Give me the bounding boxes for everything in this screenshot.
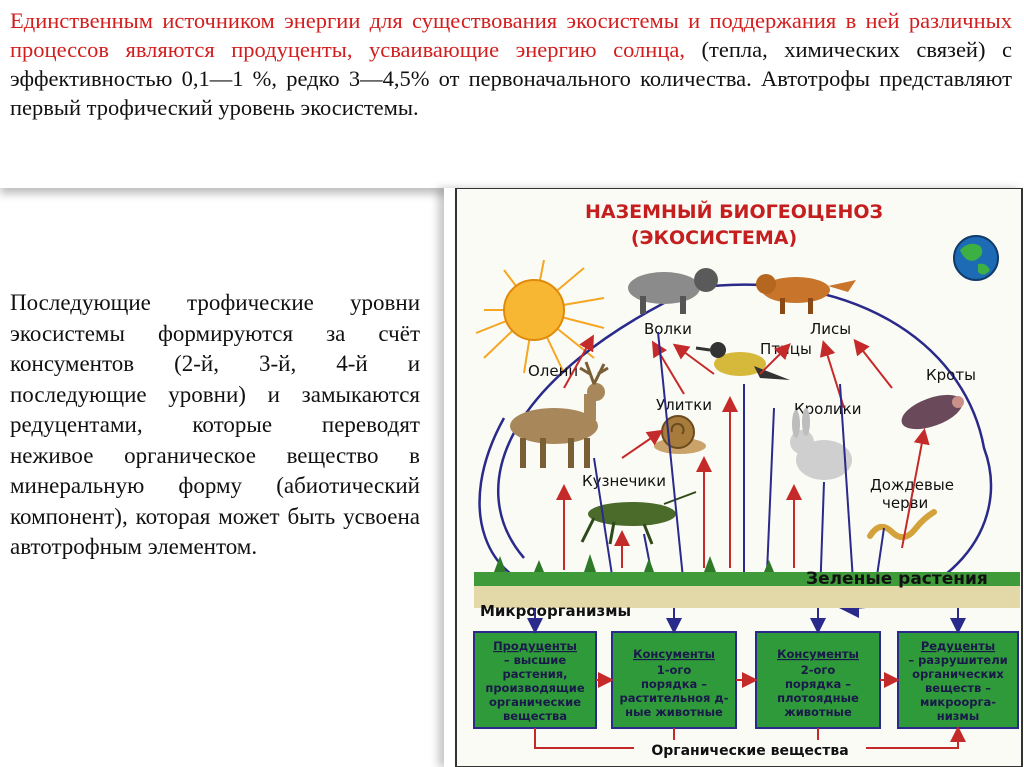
box-decomposers-line1: – разрушители [908,653,1007,667]
box-consumers-2-line1: 2-ого [801,663,836,677]
bird-icon [695,342,790,380]
box-consumers-1 [611,631,737,729]
grass-strip [474,572,1020,586]
box-producers [473,631,597,729]
mole-icon [901,394,964,430]
box-decomposers-head: Редуценты [921,639,995,653]
box-producers-head: Продуценты [493,639,577,653]
label-rabbits: Кролики [794,400,862,418]
label-grasshoppers: Кузнечики [582,472,666,490]
soil-strip [474,586,1020,608]
box-decomposers-line3: веществ – [925,681,991,695]
top-text-panel: Единственным источником энергии для суще… [0,0,1024,188]
box-decomposers-line4: микроорга- [920,695,996,709]
trophic-levels-paragraph: Последующие трофические уровни экосистем… [10,290,420,559]
label-green-plants: Зеленые растения [806,569,988,589]
fox-icon [756,274,856,314]
ecosystem-diagram-svg: НАЗЕМНЫЙ БИОГЕОЦЕНОЗ (ЭКОСИСТЕМА) [455,188,1023,767]
food-chain-arrows [556,334,930,570]
label-deer: Олени [528,362,578,380]
box-consumers-2-line2: порядка – [785,677,851,691]
box-decomposers-line5: низмы [937,709,980,723]
label-earthworms-2: черви [882,494,928,512]
label-moles: Кроты [926,366,976,384]
plants-icon [494,554,774,572]
box-consumers-1-line3: растительноя д- [620,691,729,705]
label-wolves: Волки [644,320,692,338]
box-consumers-1-line1: 1-ого [657,663,692,677]
box-producers-line2: растения, [502,667,567,681]
box-consumers-1-head: Консументы [633,647,715,661]
box-consumers-1-line2: порядка – [641,677,707,691]
box-consumers-2-line4: животные [784,705,852,719]
box-producers-line5: вещества [503,709,567,723]
box-decomposers-line2: органических [912,667,1004,681]
globe-icon [953,235,999,281]
diagram-title-line1: НАЗЕМНЫЙ БИОГЕОЦЕНОЗ [585,200,883,223]
label-snails: Улитки [656,396,712,414]
energy-cycle-arc [496,283,993,618]
diagram-title-line2: (ЭКОСИСТЕМА) [631,227,797,249]
box-producers-line4: органические [489,695,581,709]
label-foxes: Лисы [810,320,851,338]
label-microorganisms: Микроорганизмы [480,602,631,620]
rabbit-icon [790,408,852,480]
sun-icon [475,259,605,374]
intro-paragraph: Единственным источником энергии для суще… [10,6,1012,122]
intro-rest: (тепла, химических связей) с эффективнос… [10,37,1012,120]
box-producers-line1: – высшие [504,653,567,667]
wolf-icon [628,268,718,314]
box-consumers-2-line3: плотоядные [777,691,859,705]
label-earthworms-1: Дождевые [870,476,954,494]
label-organic-matter: Органические вещества [651,743,848,759]
intro-highlight: Единственным источником энергии для суще… [10,8,1012,62]
box-producers-line3: производящие [485,681,584,695]
ecosystem-diagram: НАЗЕМНЫЙ БИОГЕОЦЕНОЗ (ЭКОСИСТЕМА) [444,188,1024,767]
grasshopper-icon [580,491,697,545]
box-consumers-1-line4: ные животные [625,705,723,719]
box-consumers-2-head: Консументы [777,647,859,661]
deer-icon [510,361,609,468]
